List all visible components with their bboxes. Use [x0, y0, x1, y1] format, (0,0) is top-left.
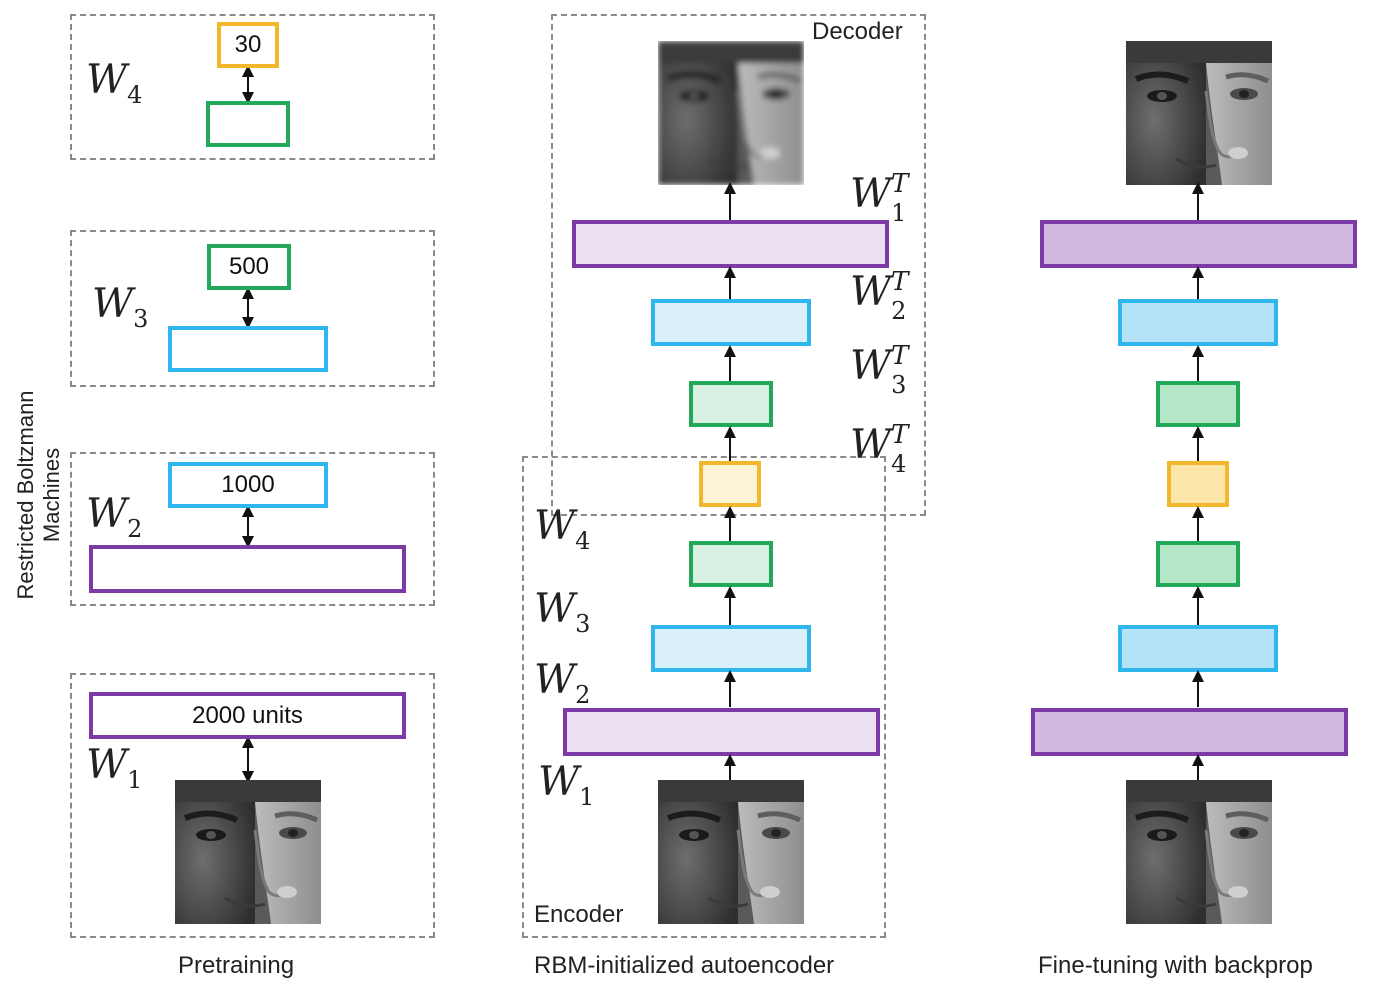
rbm4-top-layer: 30: [217, 22, 279, 68]
ae-weight-w4: W4: [534, 503, 591, 555]
rbm4-box: [70, 14, 435, 160]
ft-encoder-layer-500: [1156, 541, 1240, 587]
ft-code-layer-30: [1167, 461, 1229, 507]
rbm1-top-layer: 2000 units: [89, 692, 406, 739]
ae-encoder-layer-2000: [563, 708, 880, 756]
rbm2-top-layer: 1000: [168, 462, 328, 508]
face-image-pretraining: [175, 780, 321, 924]
rbm3-link: [242, 290, 254, 326]
ft-decoder-layer-500: [1156, 381, 1240, 427]
decoder-label: Decoder: [812, 18, 903, 45]
encoder-box: [522, 456, 886, 938]
rbm1-link: [242, 739, 254, 780]
rbm4-bottom-layer: [206, 101, 290, 147]
ae-weight-w1: W1: [538, 759, 595, 811]
ft-encoder-layer-1000: [1118, 625, 1278, 672]
rbm4-weight-label: W4: [86, 57, 143, 109]
face-image-input-finetuned: [1126, 780, 1272, 924]
rbm4-link: [242, 68, 254, 101]
ae-weight-w2: W2: [534, 657, 591, 709]
side-title: Restricted Boltzmann Machines: [13, 390, 64, 600]
caption-finetuning: Fine-tuning with backprop: [1038, 952, 1313, 979]
ae-decoder-layer-1000: [651, 299, 811, 346]
rbm2-weight-label: W2: [86, 491, 143, 543]
caption-pretraining: Pretraining: [178, 952, 295, 979]
ft-encoder-layer-2000: [1031, 708, 1348, 756]
face-image-reconstruction-finetuned: [1126, 41, 1272, 185]
face-image-reconstruction-autoencoder: [658, 41, 804, 185]
ae-decoder-layer-500: [689, 381, 773, 427]
decoder-box: [551, 14, 926, 516]
rbm2-link: [242, 508, 254, 545]
rbm2-bottom-layer: [89, 545, 406, 593]
ae-weight-w3: W3: [534, 586, 591, 638]
ae-encoder-layer-500: [689, 541, 773, 587]
rbm1-box: [70, 673, 435, 938]
ft-arrows: [1192, 182, 1204, 780]
rbm1-weight-label: W1: [86, 742, 143, 794]
rbm2-box: [70, 452, 435, 606]
ft-decoder-layer-1000: [1118, 299, 1278, 346]
ae-code-layer-30: [699, 461, 761, 507]
face-image-input-autoencoder: [658, 780, 804, 924]
rbm3-weight-label: W3: [92, 281, 149, 333]
caption-rbm-autoencoder: RBM-initialized autoencoder: [534, 952, 835, 979]
ae-arrows: [724, 182, 736, 780]
encoder-label: Encoder: [534, 901, 624, 928]
rbm3-bottom-layer: [168, 326, 328, 372]
rbm3-top-layer: 500: [207, 244, 291, 290]
rbm3-box: [70, 230, 435, 387]
